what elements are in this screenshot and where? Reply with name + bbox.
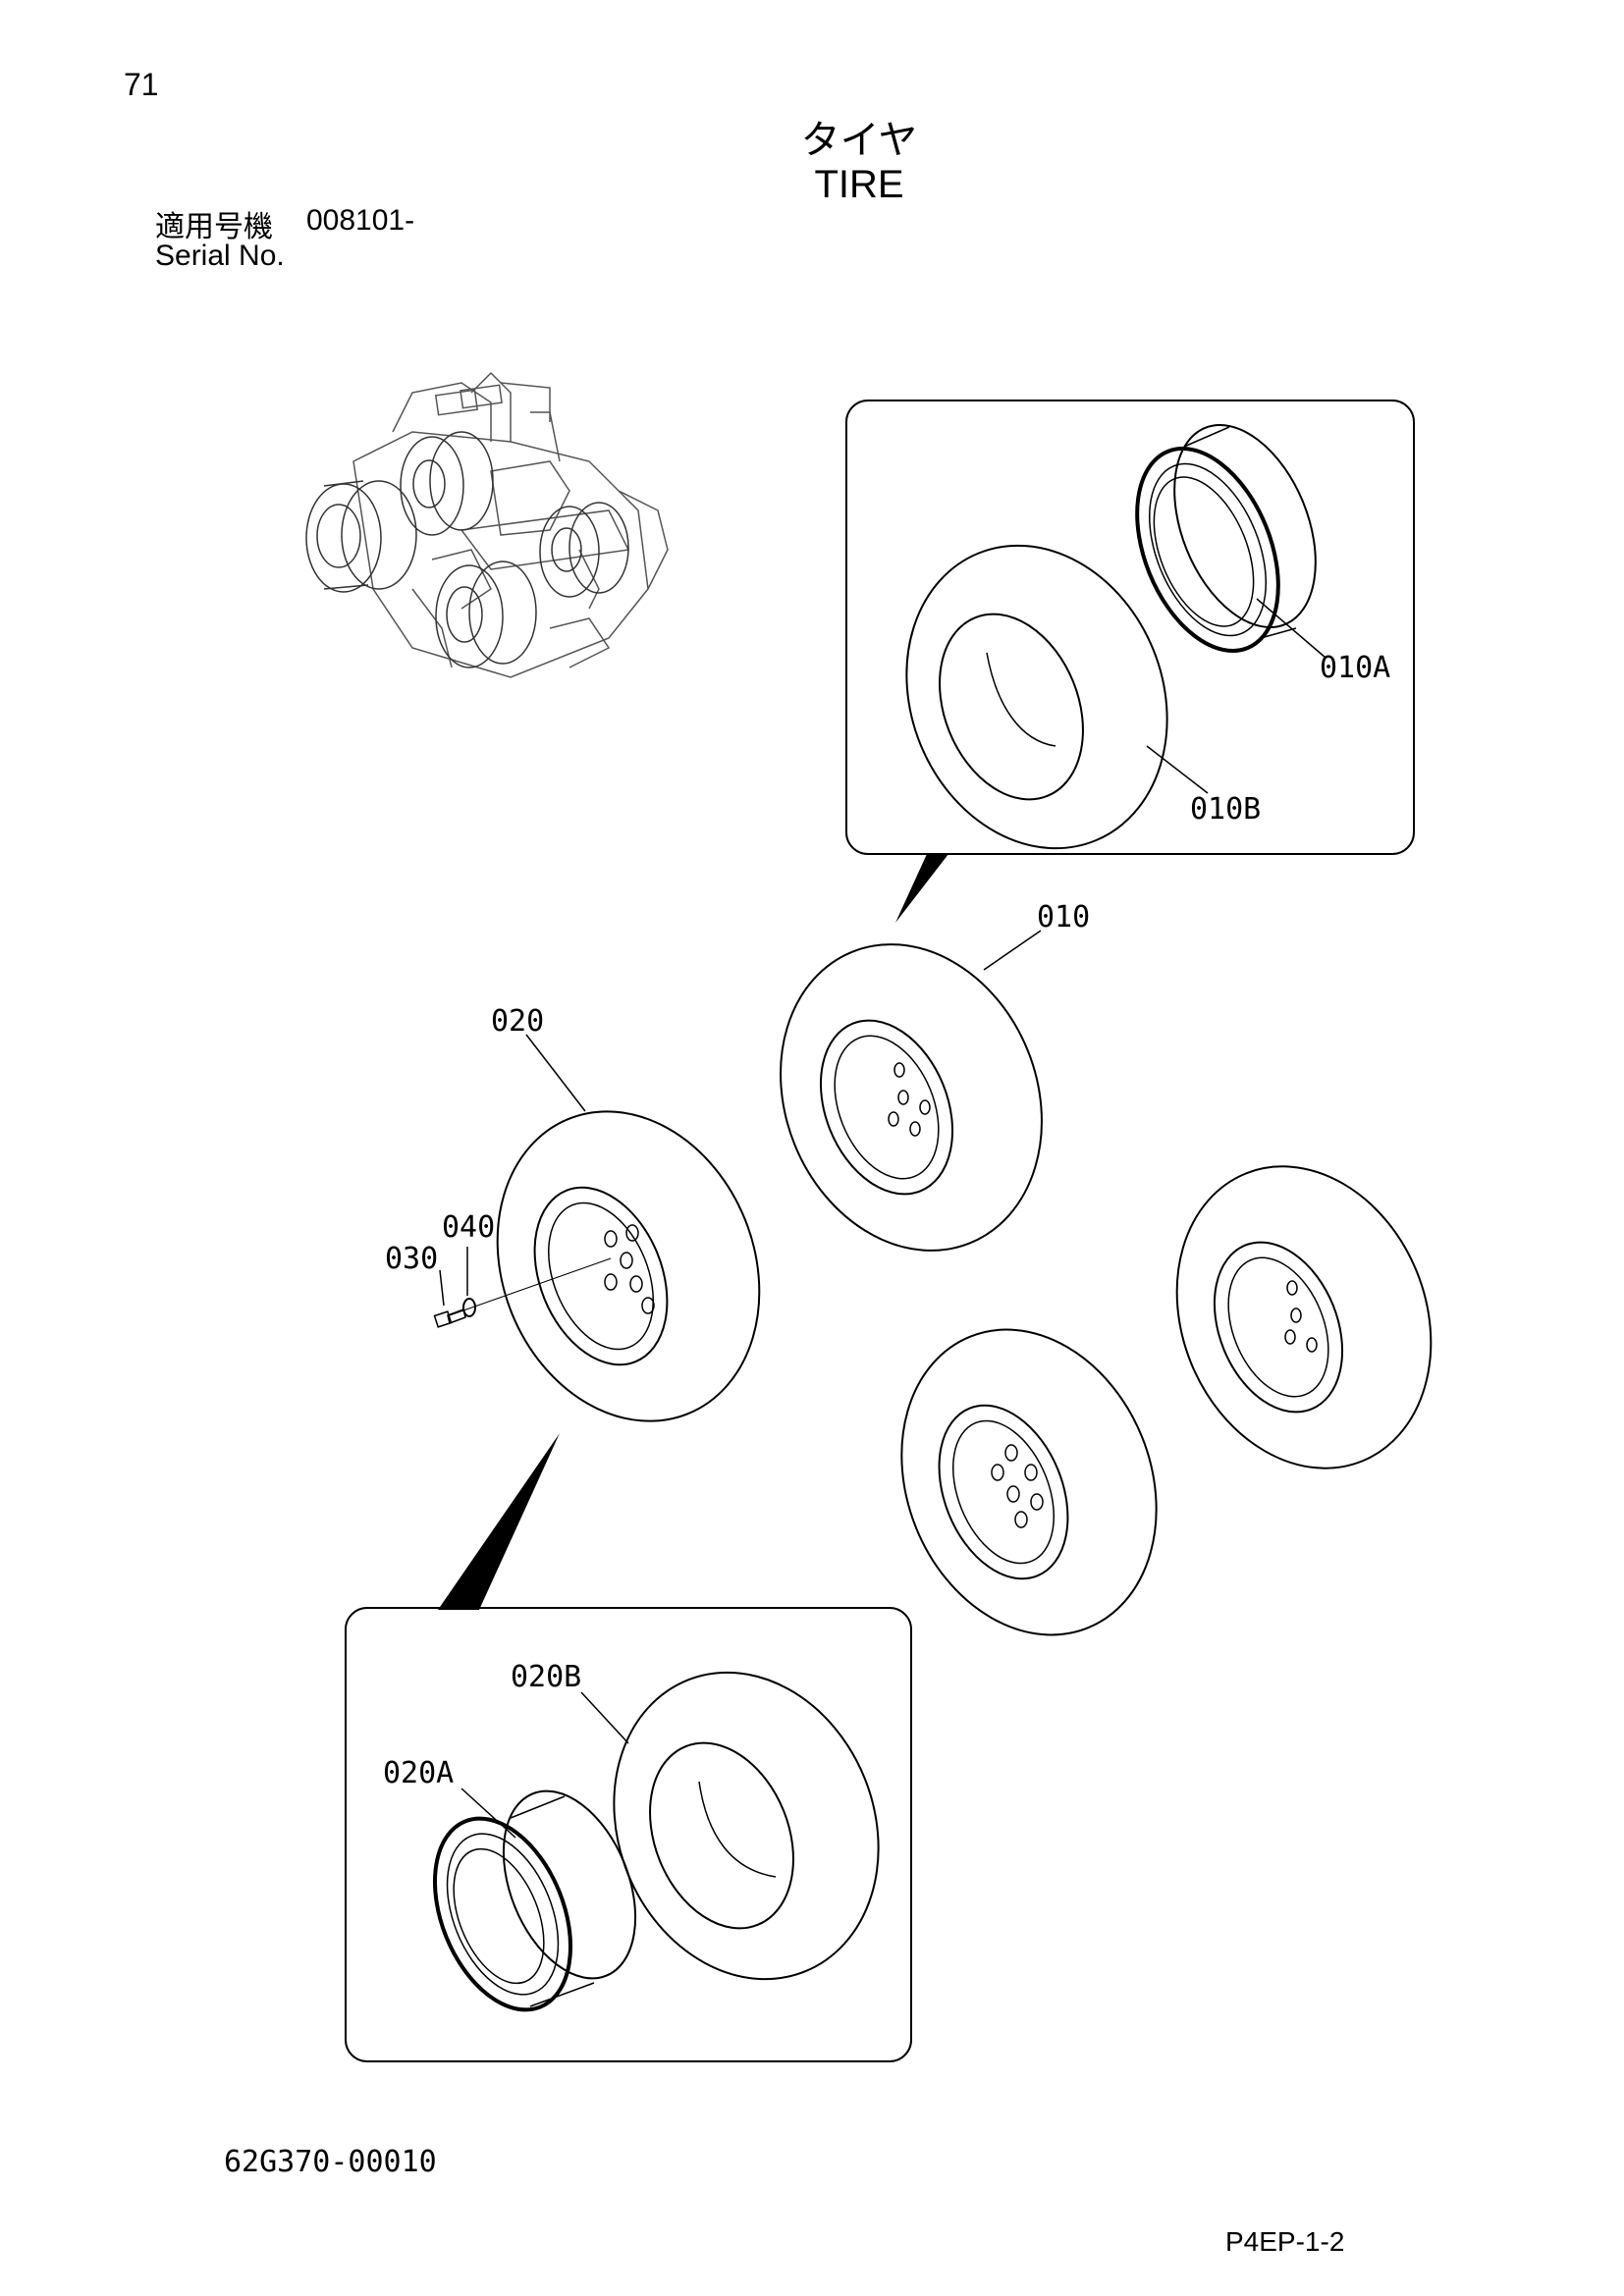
serial-label-japanese: 適用号機 xyxy=(155,210,273,244)
callout-030: 030 xyxy=(385,1242,438,1276)
rim-010A xyxy=(1135,424,1317,653)
machine-overview-sketch xyxy=(305,371,669,678)
callout-010: 010 xyxy=(1037,900,1090,934)
page-title-japanese: タイヤ xyxy=(800,118,918,163)
bolt-030 xyxy=(433,1308,466,1328)
drawing-code: 62G370-00010 xyxy=(224,2145,437,2179)
detail-box-010: 010A 010B xyxy=(845,400,1415,923)
washer-040 xyxy=(462,1298,476,1317)
wheel-020: 020 030 040 xyxy=(385,1004,761,1422)
callout-020B: 020B xyxy=(511,1660,581,1694)
page-title-english: TIRE xyxy=(814,163,904,206)
wheel-right xyxy=(1175,1165,1433,1469)
rim-020A xyxy=(432,1789,637,2012)
page-code: P4EP-1-2 xyxy=(1225,2226,1345,2257)
wheel-lower-center xyxy=(900,1328,1158,1636)
wheel-010: 010 xyxy=(780,900,1090,1252)
callout-010A: 010A xyxy=(1320,651,1390,685)
page-number: 71 xyxy=(124,67,159,102)
tire-020B xyxy=(613,1671,880,1981)
detail-box-020: 020B 020A xyxy=(345,1433,912,2062)
callout-020A: 020A xyxy=(383,1756,454,1790)
callout-020: 020 xyxy=(491,1004,544,1039)
tire-010B xyxy=(905,544,1168,850)
callout-040: 040 xyxy=(442,1210,495,1245)
serial-label-english: Serial No. xyxy=(155,240,285,272)
serial-number-value: 008101- xyxy=(306,204,415,237)
callout-010B: 010B xyxy=(1190,792,1261,827)
